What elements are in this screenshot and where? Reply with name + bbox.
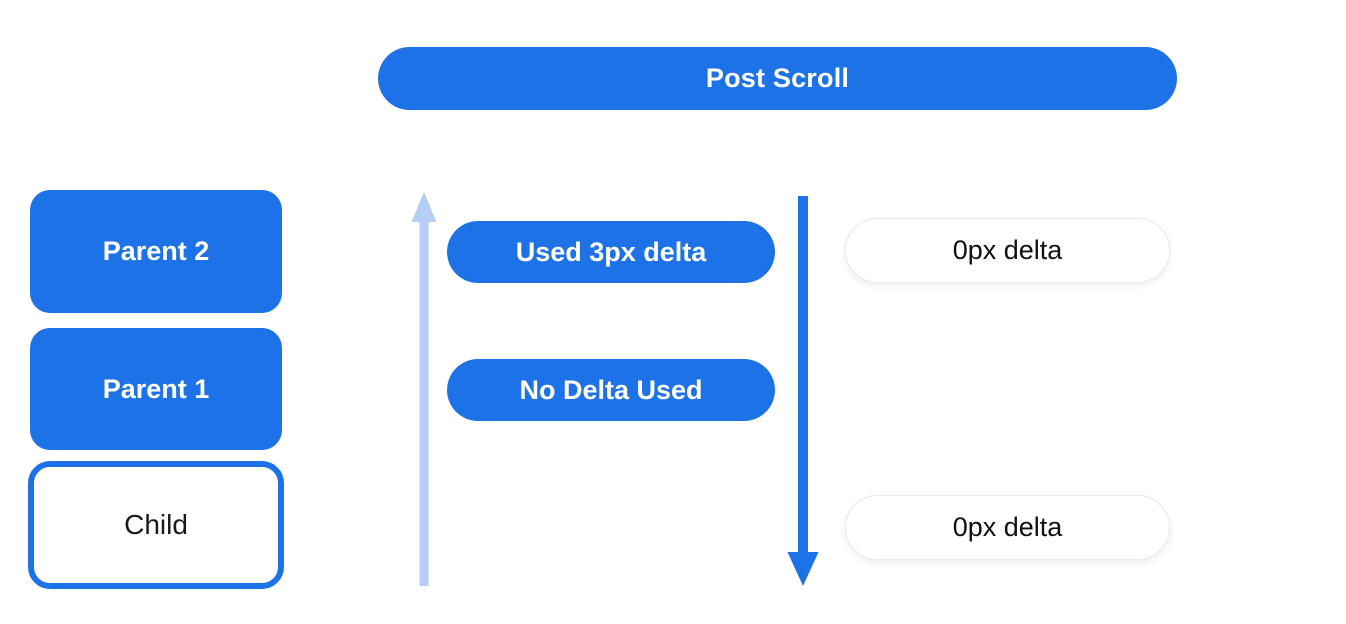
scroll-down-arrow-icon (787, 196, 819, 586)
child-label: Child (124, 509, 188, 540)
parent-1-box: Parent 1 (30, 328, 282, 450)
top-zero-delta-label: 0px delta (952, 235, 1063, 265)
parent-2-box: Parent 2 (30, 190, 282, 313)
bottom-zero-delta-label: 0px delta (952, 512, 1063, 542)
post-scroll-banner-label: Post Scroll (705, 63, 850, 93)
used-delta-pill: Used 3px delta (447, 221, 775, 283)
parent-1-label: Parent 1 (102, 373, 210, 404)
no-delta-label: No Delta Used (519, 374, 703, 405)
parent-2-label: Parent 2 (102, 236, 210, 266)
scroll-up-arrow-icon (411, 192, 437, 586)
used-delta-label: Used 3px delta (515, 236, 707, 267)
top-zero-delta-pill: 0px delta (845, 218, 1170, 283)
no-delta-pill: No Delta Used (447, 359, 775, 421)
bottom-zero-delta-pill: 0px delta (845, 495, 1170, 560)
child-box: Child (28, 461, 284, 589)
post-scroll-banner: Post Scroll (378, 47, 1177, 110)
